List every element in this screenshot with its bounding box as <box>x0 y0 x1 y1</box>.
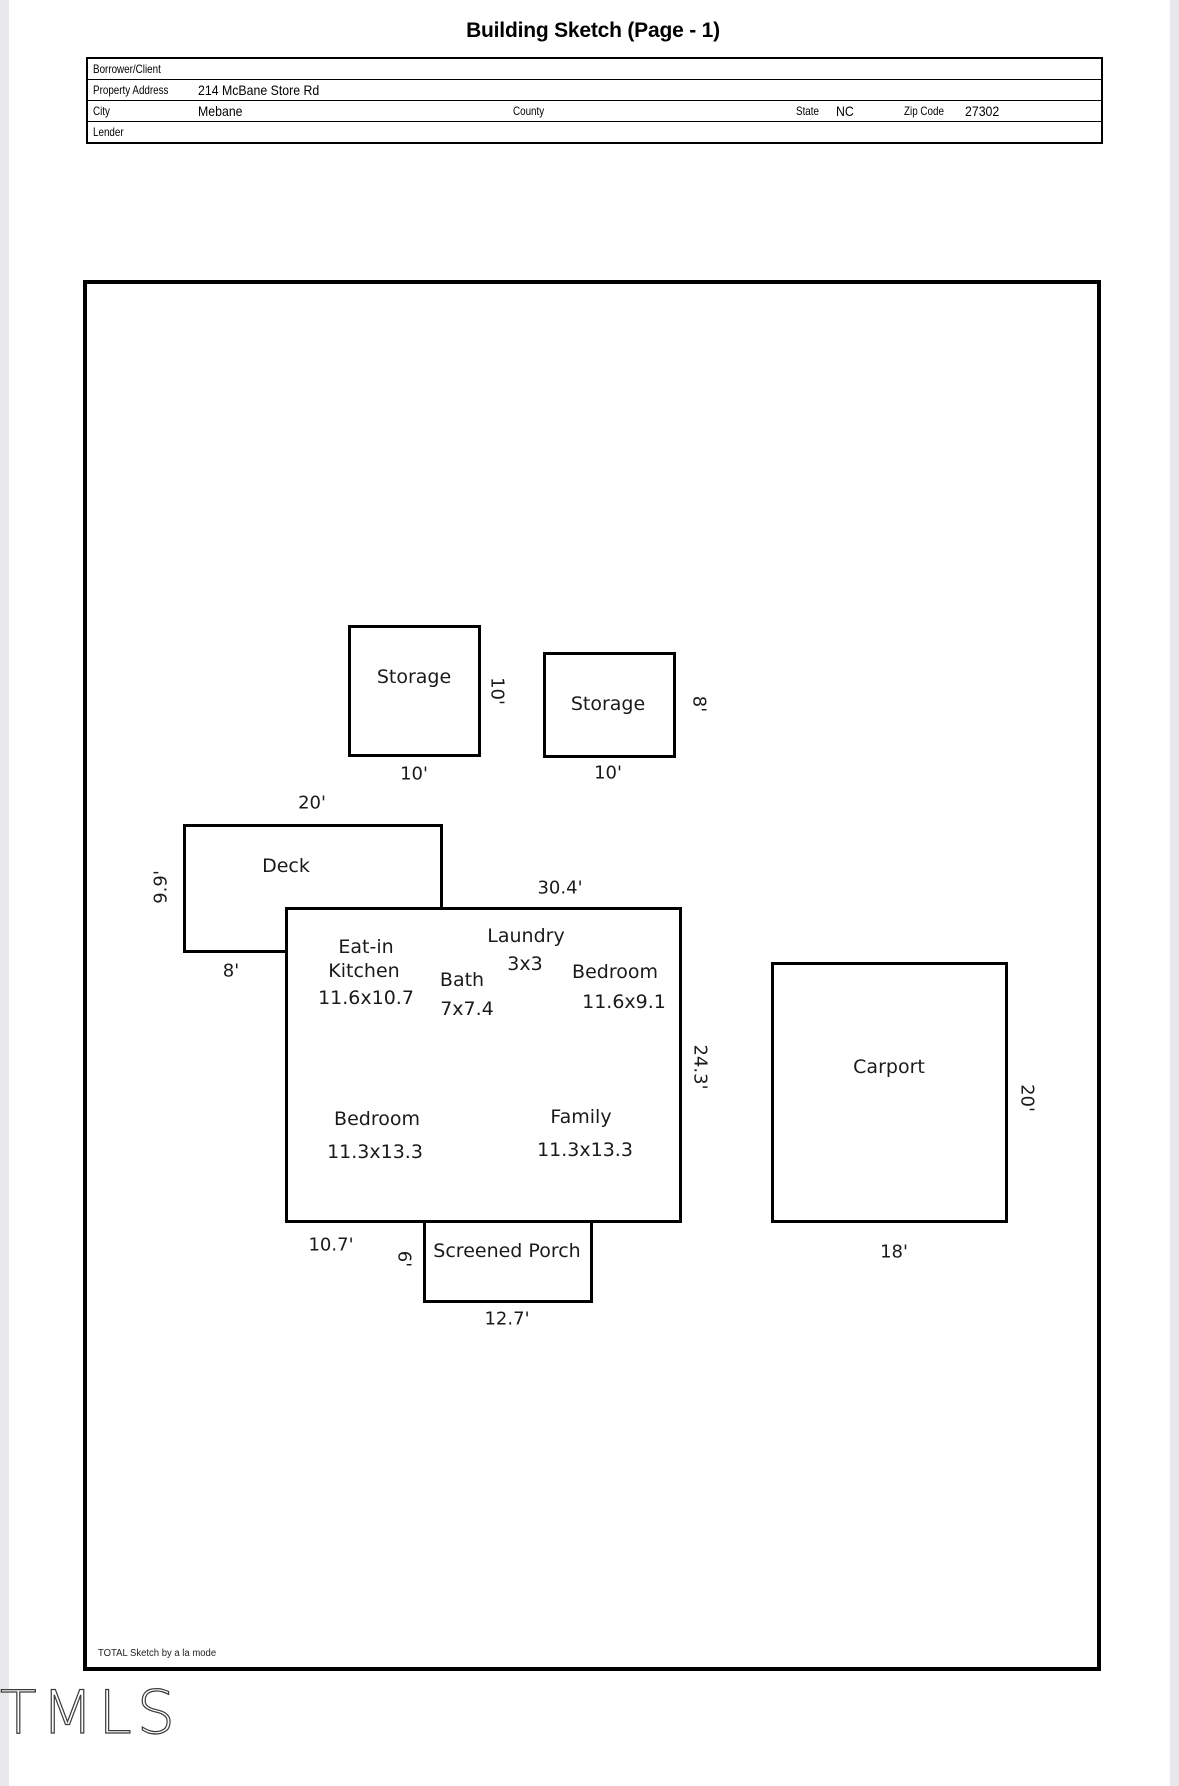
deck-height-dim: 9.9' <box>150 870 172 904</box>
house-bottom-left-dim: 10.7' <box>308 1234 354 1256</box>
carport-width-dim: 18' <box>880 1241 908 1263</box>
laundry-label: Laundry <box>487 925 565 947</box>
carport-outline <box>771 962 1008 1223</box>
house-height-dim: 24.3' <box>689 1044 711 1090</box>
bath-label: Bath <box>439 969 485 991</box>
screened-porch-outline <box>423 1219 593 1303</box>
deck-width-dim: 20' <box>298 792 326 814</box>
deck-bottom-dim: 8' <box>222 960 240 982</box>
laundry-dims: 3x3 <box>507 953 543 975</box>
porch-height-dim: 6' <box>393 1250 415 1268</box>
kitchen-label-line2: Kitchen <box>328 960 400 982</box>
city-label: City <box>93 104 110 118</box>
property-address-label: Property Address <box>93 83 169 97</box>
sketch-software-note: TOTAL Sketch by a la mode <box>98 1648 217 1659</box>
city-value: Mebane <box>198 103 243 119</box>
kitchen-label-line1: Eat-in <box>338 936 394 958</box>
table-row-borrower: Borrower/Client <box>88 59 1101 80</box>
state-value: NC <box>836 103 854 119</box>
state-label: State <box>796 104 819 118</box>
family-dims: 11.3x13.3 <box>537 1139 633 1161</box>
bath-dims: 7x7.4 <box>440 998 494 1020</box>
main-house-outline <box>285 907 682 1223</box>
lender-label: Lender <box>93 125 124 139</box>
borrower-label: Borrower/Client <box>93 62 161 76</box>
carport-label: Carport <box>853 1056 925 1078</box>
viewer-left-gutter <box>0 0 9 1786</box>
porch-width-dim: 12.7' <box>484 1308 530 1330</box>
bedroom1-dims: 11.6x9.1 <box>582 991 666 1013</box>
storage2-height-dim: 8' <box>688 695 710 713</box>
house-width-dim: 30.4' <box>537 877 583 899</box>
bedroom2-label: Bedroom <box>334 1108 420 1130</box>
storage2-label: Storage <box>570 693 646 715</box>
table-row-city-state-zip: City Mebane County State NC Zip Code 273… <box>88 101 1101 122</box>
property-address-value: 214 McBane Store Rd <box>198 82 320 98</box>
county-label: County <box>513 104 545 118</box>
zip-code-value: 27302 <box>965 103 1000 119</box>
family-label: Family <box>550 1106 612 1128</box>
carport-height-dim: 20' <box>1016 1084 1038 1112</box>
table-row-property-address: Property Address 214 McBane Store Rd <box>88 80 1101 101</box>
page-title: Building Sketch (Page - 1) <box>466 19 720 42</box>
storage1-width-dim: 10' <box>400 763 428 785</box>
table-row-lender: Lender <box>88 122 1101 142</box>
storage1-outline <box>348 625 481 757</box>
bedroom1-label: Bedroom <box>572 961 658 983</box>
storage2-outline <box>543 652 676 758</box>
viewer-right-gutter <box>1170 0 1179 1786</box>
tmls-watermark: TMLS <box>0 1677 180 1748</box>
storage2-width-dim: 10' <box>594 762 622 784</box>
screened-porch-label: Screened Porch <box>433 1240 581 1262</box>
storage1-height-dim: 10' <box>486 677 508 705</box>
kitchen-dims: 11.6x10.7 <box>318 987 414 1009</box>
bedroom2-dims: 11.3x13.3 <box>327 1141 423 1163</box>
zip-code-label: Zip Code <box>904 104 944 118</box>
storage1-label: Storage <box>376 666 452 688</box>
property-info-table: Borrower/Client Property Address 214 McB… <box>86 57 1103 144</box>
deck-label: Deck <box>262 855 310 877</box>
